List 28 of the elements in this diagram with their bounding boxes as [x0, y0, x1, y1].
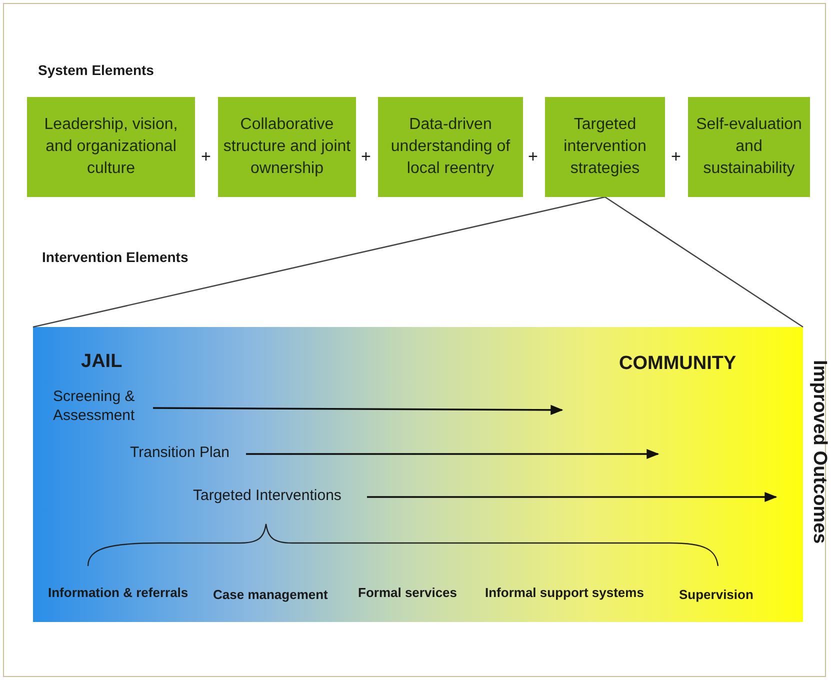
- gradient-panel: [33, 327, 803, 622]
- element-box: Leadership, vision, and organizational culture: [27, 97, 195, 197]
- region-label: COMMUNITY: [619, 353, 736, 375]
- stage-label: Transition Plan: [130, 443, 242, 465]
- service-label: Supervision: [679, 587, 754, 602]
- arrow: [153, 404, 564, 415]
- stage-label: Targeted Interventions: [193, 486, 363, 508]
- connector-line: [604, 196, 804, 328]
- plus-sign: +: [361, 147, 371, 167]
- region-label: JAIL: [81, 351, 122, 373]
- service-label: Case management: [213, 587, 328, 602]
- connector-line: [32, 196, 606, 328]
- plus-sign: +: [201, 147, 211, 167]
- service-label: Formal services: [358, 585, 458, 600]
- arrow: [367, 492, 778, 502]
- service-label: Information & referrals: [48, 585, 188, 600]
- section-heading: Intervention Elements: [42, 249, 188, 265]
- plus-sign: +: [671, 147, 681, 167]
- stage-label: Screening & Assessment: [53, 387, 149, 429]
- plus-sign: +: [528, 147, 538, 167]
- element-box: Data-driven understanding of local reentry: [378, 97, 523, 197]
- side-label: Improved Outcomes: [808, 360, 830, 544]
- service-label: Informal support systems: [485, 585, 644, 600]
- element-box: Targeted intervention strategies: [545, 97, 665, 197]
- element-box: Collaborative structure and joint ownership: [218, 97, 356, 197]
- element-box: Self-evaluation and sustainability: [688, 97, 810, 197]
- arrow: [246, 448, 660, 460]
- section-heading: System Elements: [38, 62, 154, 78]
